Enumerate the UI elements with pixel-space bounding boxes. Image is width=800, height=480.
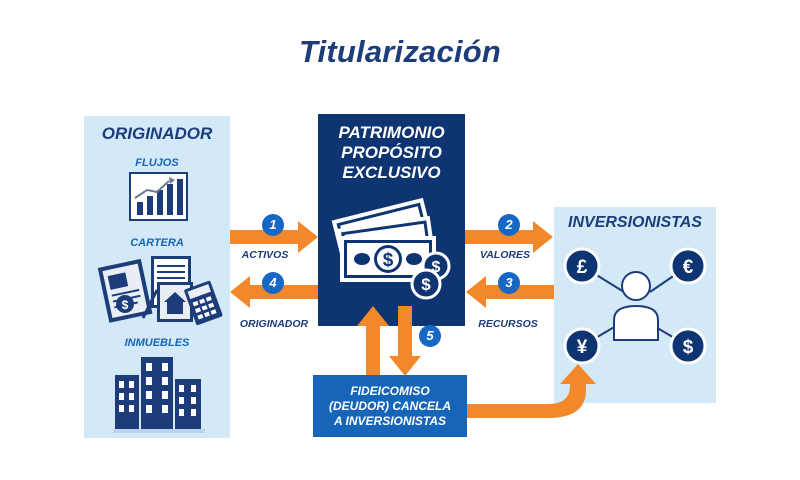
arrow-activos [230,221,318,253]
dollar-icon: $ [683,337,694,358]
patrimonio-line-3: EXCLUSIVO [342,163,441,182]
documents-icon: $ [97,256,223,326]
investor-network-icon: £ € ¥ $ [563,247,707,365]
label-valores: VALORES [480,249,530,261]
badge-2: 2 [498,214,520,236]
arrow-valores [465,221,553,253]
fideicomiso-line-1: FIDEICOMISO [350,384,430,398]
badge-5: 5 [419,325,441,347]
coin-dollar-sign-1: $ [432,259,441,276]
coin-dollar-sign-2: $ [421,275,431,294]
flujos-label: FLUJOS [135,157,179,169]
arrow-down-to-fideicomiso [389,306,421,376]
money-dollar-sign: $ [383,250,394,271]
euro-icon: € [683,257,694,278]
diagram-title: Titularización [298,34,502,69]
patrimonio-line-2: PROPÓSITO [341,143,442,162]
arrow-up-to-patrimonio [357,306,389,376]
label-originador: ORIGINADOR [239,318,309,330]
badge-1: 1 [262,214,284,236]
yen-icon: ¥ [577,337,588,358]
bar-chart-icon [129,172,188,221]
money-icon: $ $ $ [331,197,451,300]
patrimonio-line-1: PATRIMONIO [338,123,445,142]
pound-icon: £ [577,257,588,278]
svg-text:$: $ [122,298,129,312]
buildings-icon [113,357,205,433]
fideicomiso-box [313,375,467,437]
label-activos: ACTIVOS [241,249,289,261]
inmuebles-label: INMUEBLES [124,337,190,349]
cartera-label: CARTERA [130,237,184,249]
badge-3: 3 [498,272,520,294]
label-recursos: RECURSOS [478,318,538,330]
fideicomiso-line-3: A INVERSIONISTAS [333,414,446,428]
fideicomiso-line-2: (DEUDOR) CANCELA [329,399,451,413]
badge-4: 4 [262,272,284,294]
arrow-fideicomiso-to-inversionistas [467,364,596,418]
originador-title: ORIGINADOR [101,124,213,143]
inversionistas-title: INVERSIONISTAS [568,214,702,231]
